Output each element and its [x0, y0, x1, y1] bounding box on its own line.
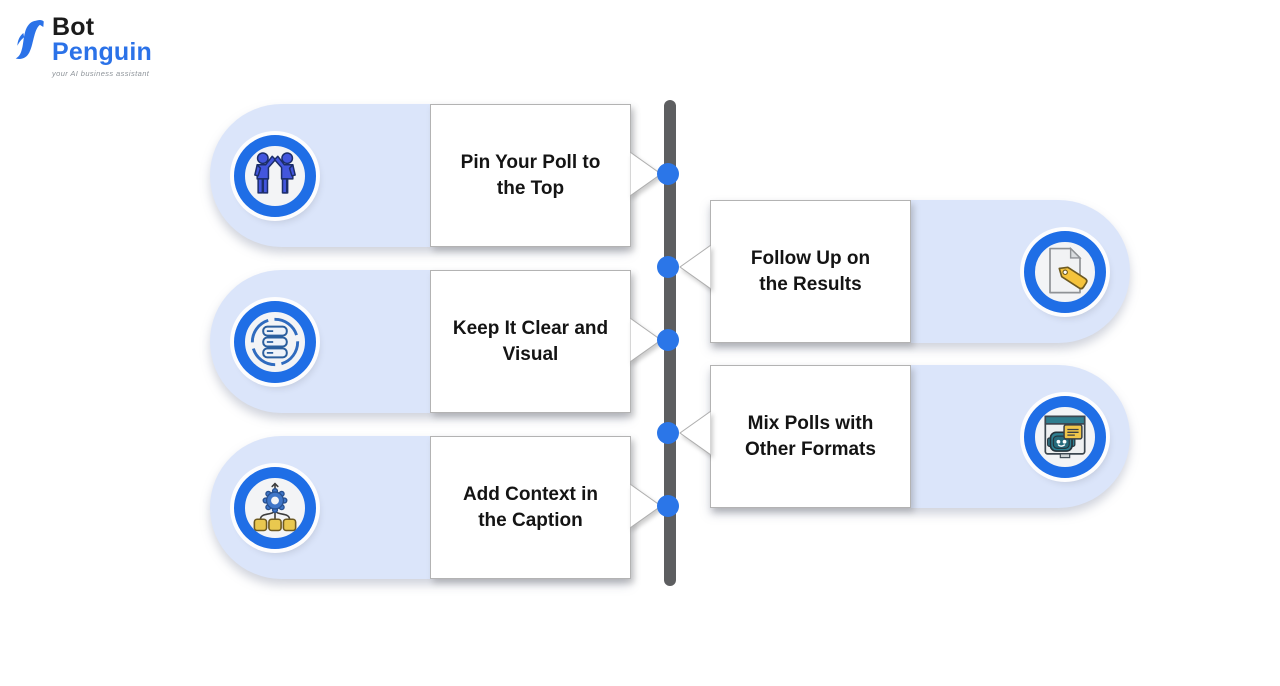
connector-arrow-3: [629, 317, 662, 368]
database-sync-icon: [234, 300, 316, 383]
logo-word-bot: Bot: [52, 13, 95, 41]
connector-arrow-1: [629, 151, 662, 202]
connector-arrow-2: [679, 244, 712, 295]
card-title: Keep It Clear and Visual: [452, 317, 609, 365]
botpenguin-logo: Bot Penguin your AI business assistant: [14, 13, 153, 78]
timeline-card-2: Follow Up on the Results: [710, 200, 1130, 343]
card-text-box: Mix Polls with Other Formats: [710, 365, 911, 508]
chatbot-window-icon: [1024, 395, 1106, 478]
penguin-icon: [14, 16, 48, 77]
timeline-dot-4: [657, 422, 679, 444]
logo-tagline: your AI business assistant: [52, 68, 150, 78]
connector-arrow-5: [629, 483, 662, 534]
timeline-card-4: Mix Polls with Other Formats: [710, 365, 1130, 508]
card-title: Add Context in the Caption: [462, 483, 599, 531]
timeline-card-3: Keep It Clear and Visual: [210, 270, 631, 413]
connector-arrow-4: [679, 410, 712, 461]
document-tag-icon: [1024, 230, 1106, 313]
card-text-box: Follow Up on the Results: [710, 200, 911, 343]
timeline-dot-3: [657, 329, 679, 351]
card-title: Mix Polls with Other Formats: [745, 412, 876, 460]
timeline-dot-1: [657, 163, 679, 185]
timeline-card-1: Pin Your Poll to the Top: [210, 104, 631, 247]
high-five-people-icon: [234, 134, 316, 217]
gear-workflow-icon: [234, 466, 316, 549]
card-text-box: Pin Your Poll to the Top: [430, 104, 631, 247]
timeline-dot-2: [657, 256, 679, 278]
card-text-box: Keep It Clear and Visual: [430, 270, 631, 413]
card-text-box: Add Context in the Caption: [430, 436, 631, 579]
timeline-dot-5: [657, 495, 679, 517]
card-title: Follow Up on the Results: [750, 247, 871, 295]
card-title: Pin Your Poll to the Top: [460, 151, 601, 199]
logo-word-penguin: Penguin: [52, 37, 153, 66]
timeline-card-5: Add Context in the Caption: [210, 436, 631, 579]
